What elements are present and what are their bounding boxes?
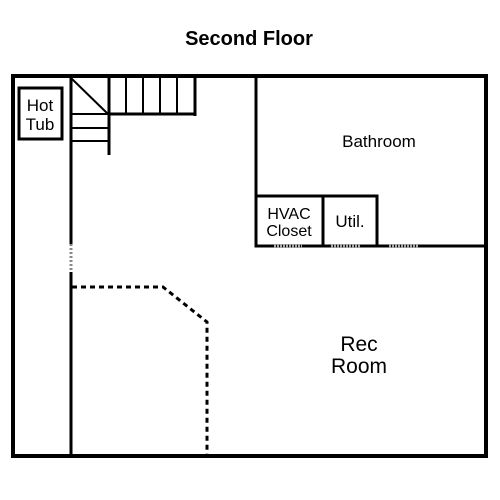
hvac-label-line1: HVAC bbox=[267, 206, 310, 223]
hot-tub-label-line1: Hot bbox=[27, 96, 54, 115]
hot-tub bbox=[17, 86, 64, 141]
floor-title: Second Floor bbox=[185, 28, 313, 50]
rec-room-label-line1: Rec bbox=[340, 333, 377, 356]
exterior-wall bbox=[11, 74, 488, 458]
rec-room-label-line2: Room bbox=[331, 355, 387, 378]
staircase bbox=[70, 77, 197, 155]
dashed-area-outline bbox=[72, 285, 209, 456]
utility-label: Util. bbox=[335, 212, 364, 231]
hvac-label-line2: Closet bbox=[266, 223, 312, 240]
hot-tub-label-line2: Tub bbox=[26, 115, 55, 134]
bathroom-label: Bathroom bbox=[342, 132, 416, 151]
